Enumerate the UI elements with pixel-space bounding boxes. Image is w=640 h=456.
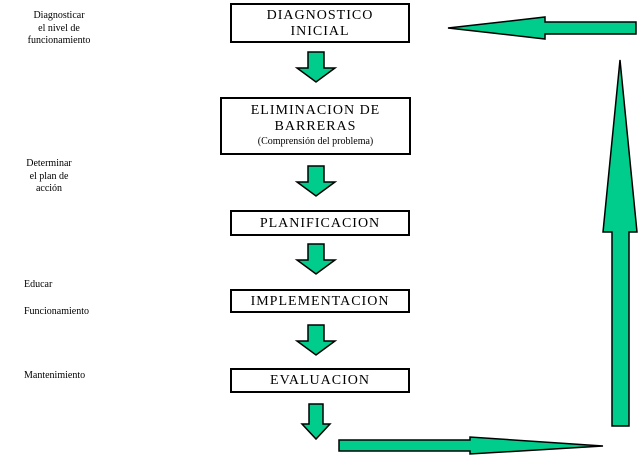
step-label-line: DIAGNOSTICO (266, 8, 374, 23)
step-label-line: BARRERAS (274, 119, 357, 135)
side-label-educar: Educar (24, 279, 52, 292)
step-label-line: PLANIFICACION (259, 216, 381, 231)
side-label-line: Determinar (26, 158, 72, 169)
down-arrow-3 (294, 243, 338, 275)
step-label-line: IMPLEMENTACION (250, 294, 390, 309)
step-diagnostico-inicial: DIAGNOSTICO INICIAL (230, 3, 410, 43)
top-left-arrow (447, 16, 637, 40)
side-label-line: Funcionamiento (24, 306, 89, 317)
down-arrow-4 (294, 324, 338, 356)
side-label-determinar: Determinar el plan de acción (4, 158, 94, 196)
step-implementacion: IMPLEMENTACION (230, 289, 410, 313)
side-label-line: Mantenimiento (24, 370, 86, 381)
side-label-diagnosticar: Diagnosticar el nivel de funcionamiento (4, 10, 114, 48)
side-label-funcionamiento: Funcionamiento (24, 306, 89, 319)
step-eliminacion-barreras: ELIMINACION DE BARRERAS (Comprensión del… (220, 97, 411, 155)
down-arrow-5 (300, 403, 332, 441)
side-label-line: el plan de (29, 170, 69, 182)
step-label-line: EVALUACION (270, 373, 370, 388)
side-label-line: Educar (24, 279, 53, 290)
down-arrow-1 (294, 51, 338, 83)
side-label-line: funcionamiento (27, 35, 91, 46)
step-label-line: INICIAL (290, 24, 350, 40)
step-planificacion: PLANIFICACION (230, 210, 410, 236)
side-label-mantenimiento: Mantenimiento (24, 370, 85, 383)
down-arrow-2 (294, 165, 338, 197)
side-label-line: Diagnosticar (33, 10, 85, 21)
side-label-line: acción (35, 183, 63, 194)
step-sublabel: (Comprensión del problema) (257, 136, 374, 148)
right-up-arrow (602, 59, 638, 427)
side-label-line: el nivel de (38, 22, 80, 34)
step-label-line: ELIMINACION DE (250, 103, 381, 118)
bottom-right-arrow (338, 436, 604, 455)
step-evaluacion: EVALUACION (230, 368, 410, 393)
